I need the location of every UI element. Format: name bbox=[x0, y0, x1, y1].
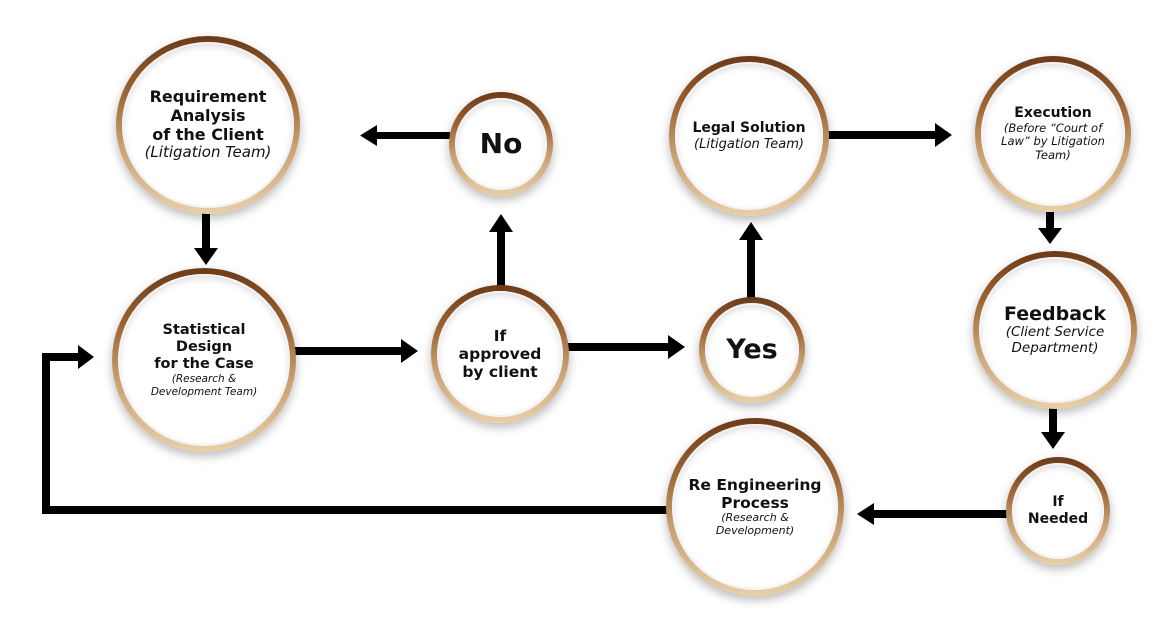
arrow-no-to-requirement bbox=[360, 125, 450, 146]
arrow-execution-to-feedback bbox=[1038, 212, 1062, 244]
requirement-title-line-2: Analysis bbox=[170, 105, 246, 125]
node-execution-inner: Execution (Before “Court of Law” by Liti… bbox=[981, 62, 1125, 206]
node-re-engineering-inner: Re Engineering Process (Research & Devel… bbox=[672, 424, 838, 590]
node-requirement-analysis: Requirement Analysis of the Client (Liti… bbox=[116, 36, 300, 214]
statistical-subtitle-line-2: Development Team) bbox=[150, 385, 258, 398]
arrow-feedback-to-ifneeded bbox=[1041, 406, 1065, 449]
arrow-ifneeded-to-reengineering bbox=[857, 503, 1007, 525]
arrow-approved-to-yes bbox=[566, 335, 685, 359]
execution-subtitle-line-1: (Before “Court of bbox=[1003, 120, 1103, 135]
node-if-needed-inner: If Needed bbox=[1012, 463, 1104, 559]
node-execution: Execution (Before “Court of Law” by Liti… bbox=[975, 56, 1131, 212]
node-yes: Yes bbox=[699, 297, 805, 403]
reengineering-subtitle-line-2: Development) bbox=[715, 524, 795, 538]
node-re-engineering: Re Engineering Process (Research & Devel… bbox=[666, 418, 844, 596]
node-legal-solution: Legal Solution (Litigation Team) bbox=[669, 56, 829, 216]
execution-subtitle-line-3: Team) bbox=[1035, 148, 1071, 163]
requirement-subtitle: (Litigation Team) bbox=[144, 143, 272, 162]
node-feedback: Feedback (Client Service Department) bbox=[973, 251, 1137, 409]
arrow-approved-to-no bbox=[489, 214, 513, 286]
approved-line-2: by client bbox=[462, 363, 538, 382]
legal-title: Legal Solution bbox=[692, 120, 806, 137]
reengineering-subtitle-line-1: (Research & bbox=[721, 511, 789, 525]
statistical-subtitle-line-1: (Research & bbox=[171, 373, 237, 386]
statistical-title-line-1: Statistical Design bbox=[162, 321, 246, 356]
no-label: No bbox=[479, 127, 523, 161]
if-needed-label: If Needed bbox=[1027, 494, 1089, 527]
statistical-title-line-2: for the Case bbox=[154, 356, 254, 373]
legal-subtitle: (Litigation Team) bbox=[694, 136, 804, 152]
node-legal-solution-inner: Legal Solution (Litigation Team) bbox=[675, 62, 823, 210]
node-feedback-inner: Feedback (Client Service Department) bbox=[979, 257, 1131, 403]
arrow-requirement-to-statistical bbox=[194, 212, 218, 265]
node-yes-inner: Yes bbox=[705, 303, 799, 397]
reengineering-title-line-2: Process bbox=[721, 494, 789, 513]
node-statistical-design: Statistical Design for the Case (Researc… bbox=[112, 268, 296, 452]
node-requirement-analysis-inner: Requirement Analysis of the Client (Liti… bbox=[122, 42, 294, 208]
reengineering-title-line-1: Re Engineering bbox=[688, 475, 822, 494]
feedback-subtitle-line-1: (Client Service bbox=[1005, 324, 1105, 341]
node-no-inner: No bbox=[455, 98, 547, 190]
node-statistical-design-inner: Statistical Design for the Case (Researc… bbox=[118, 274, 290, 446]
arrow-statistical-to-approved bbox=[293, 339, 418, 363]
execution-title: Execution bbox=[1014, 105, 1092, 122]
arrow-yes-to-legal bbox=[739, 222, 763, 298]
execution-subtitle-line-2: Law” by Litigation bbox=[1001, 134, 1105, 149]
feedback-title: Feedback bbox=[1004, 302, 1106, 325]
node-no: No bbox=[449, 92, 553, 196]
approved-line-1: If approved bbox=[458, 326, 542, 363]
requirement-title-line-1: Requirement bbox=[149, 86, 267, 106]
feedback-subtitle-line-2: Department) bbox=[1011, 340, 1099, 357]
arrow-legal-to-execution bbox=[827, 123, 952, 147]
node-if-needed: If Needed bbox=[1006, 457, 1110, 565]
yes-label: Yes bbox=[726, 334, 778, 366]
requirement-title-line-3: of the Client bbox=[152, 124, 264, 144]
node-if-approved-inner: If approved by client bbox=[437, 291, 563, 417]
node-if-approved: If approved by client bbox=[431, 285, 569, 423]
